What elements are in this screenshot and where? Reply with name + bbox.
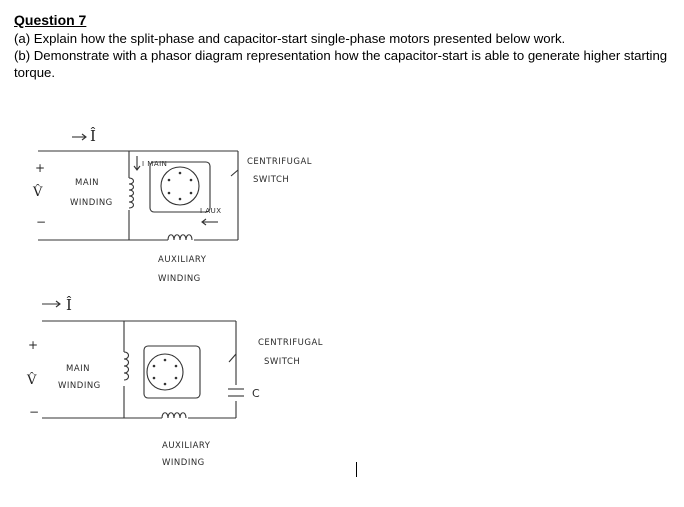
aux-winding-coil-2 [161,412,187,419]
switch-label-b2: SWITCH [264,357,300,367]
plus-terminal-2: + [28,338,38,352]
capacitor-start-diagram: Î + V̂ − MAIN WINDING CENTRIFUGAL SWITCH… [26,296,323,468]
aux-winding-label-b: AUXILIARY [162,441,211,451]
main-winding-label-b: MAIN [66,364,90,374]
i-aux-label: I AUX [200,207,222,215]
rotor-circle [160,166,200,206]
question-title: Question 7 [14,12,87,28]
text-cursor [356,462,357,477]
minus-terminal: − [36,215,46,229]
voltage-label: V̂ [32,184,43,200]
split-phase-diagram: Î + V̂ − I MAIN MAIN WINDING CENTRIFUGAL… [32,127,312,284]
rotor-circle-2 [146,353,184,391]
main-winding-label-2: WINDING [70,198,113,208]
centrifugal-switch-2 [228,353,237,363]
current-arrowhead [81,133,87,141]
main-winding-label: MAIN [75,178,99,188]
main-winding-coil [128,177,135,209]
main-winding-label-b2: WINDING [58,381,101,391]
current-label-2: Î [66,296,72,314]
capacitor-label: C [252,387,260,400]
centrifugal-switch [230,169,239,177]
minus-terminal-2: − [29,405,39,419]
switch-label-b: CENTRIFUGAL [258,338,323,348]
question-part-b: (b) Demonstrate with a phasor diagram re… [14,48,668,80]
voltage-label-2: V̂ [26,372,37,388]
stator-frame [149,161,211,213]
switch-label: CENTRIFUGAL [247,157,312,167]
plus-terminal: + [35,161,45,175]
question-block: Question 7 (a) Explain how the split-pha… [14,12,674,81]
main-winding-coil-2 [123,351,130,381]
aux-winding-label: AUXILIARY [158,255,207,265]
aux-winding-label-2: WINDING [158,274,201,284]
aux-winding-coil [167,234,193,241]
i-main-label: I MAIN [142,160,167,168]
stator-frame-2 [143,345,201,399]
aux-winding-label-b2: WINDING [162,458,205,468]
current-label: Î [90,127,96,145]
question-part-a: (a) Explain how the split-phase and capa… [14,31,566,46]
switch-label-2: SWITCH [253,175,289,185]
